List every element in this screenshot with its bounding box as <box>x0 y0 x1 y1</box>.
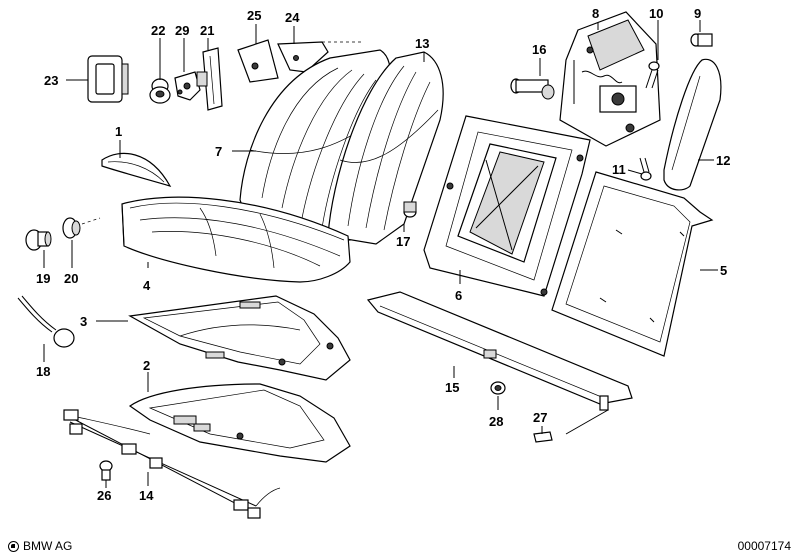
callout-14: 14 <box>139 488 154 503</box>
part-29-clip <box>174 71 201 101</box>
part-28-nut <box>490 381 506 395</box>
callout-22: 22 <box>151 23 165 38</box>
callout-12: 12 <box>716 153 730 168</box>
part-21-latch <box>196 47 223 111</box>
callout-29: 29 <box>175 23 189 38</box>
part-16-bolt <box>510 78 555 100</box>
callout-25: 25 <box>247 8 261 23</box>
part-9-bolt <box>690 33 713 47</box>
callout-28: 28 <box>489 414 503 429</box>
bmw-logo-icon <box>8 540 19 552</box>
diagram-number: 00007174 <box>737 539 791 553</box>
callout-5: 5 <box>720 263 727 278</box>
callout-9: 9 <box>694 6 701 21</box>
callout-19: 19 <box>36 271 50 286</box>
callout-3: 3 <box>80 314 87 329</box>
callout-2: 2 <box>143 358 150 373</box>
callout-18: 18 <box>36 364 50 379</box>
part-4-seat-cushion <box>121 196 351 283</box>
callout-21: 21 <box>200 23 214 38</box>
part-17-bolt <box>403 201 417 218</box>
part-3-seat-pan <box>128 295 351 381</box>
part-13-backrest <box>327 51 444 245</box>
callout-4: 4 <box>143 278 151 293</box>
part-12-cover <box>663 58 722 191</box>
callout-labels: 1 2 3 4 5 6 7 8 9 10 11 12 13 14 15 16 1… <box>36 6 730 503</box>
callout-16: 16 <box>532 42 546 57</box>
part-10-screw <box>645 61 660 89</box>
callout-7: 7 <box>215 144 222 159</box>
brand-label: BMW AG <box>23 539 73 553</box>
callout-24: 24 <box>285 10 300 25</box>
callout-6: 6 <box>455 288 462 303</box>
part-25-plate <box>237 39 279 83</box>
part-27-clip <box>533 431 553 443</box>
callout-8: 8 <box>592 6 599 21</box>
callout-26: 26 <box>97 488 111 503</box>
callout-17: 17 <box>396 234 410 249</box>
callout-11: 11 <box>612 162 626 177</box>
part-11-screw <box>639 157 652 181</box>
brand-footer: BMW AG <box>8 539 72 553</box>
callout-20: 20 <box>64 271 78 286</box>
part-6-backrest-frame <box>423 115 591 297</box>
part-23-frame <box>87 55 129 103</box>
leader-lines <box>43 20 718 488</box>
callout-27: 27 <box>533 410 547 425</box>
part-2-seat-base <box>128 383 351 463</box>
callout-10: 10 <box>649 6 663 21</box>
part-1-wedge <box>101 152 172 187</box>
part-15-rail <box>366 291 633 435</box>
callout-13: 13 <box>415 36 429 51</box>
part-20-buffer <box>62 217 101 239</box>
part-18-cable <box>17 295 75 348</box>
callout-1: 1 <box>115 124 122 139</box>
part-5-panel <box>551 171 714 357</box>
callout-23: 23 <box>44 73 58 88</box>
part-14-wire-frame <box>63 409 281 519</box>
callout-15: 15 <box>445 380 459 395</box>
part-26-bolt <box>99 460 113 481</box>
part-24-bracket <box>277 41 362 73</box>
part-22-nut <box>149 78 171 104</box>
part-19-buffer <box>25 229 52 251</box>
part-8-hinge <box>559 11 661 147</box>
